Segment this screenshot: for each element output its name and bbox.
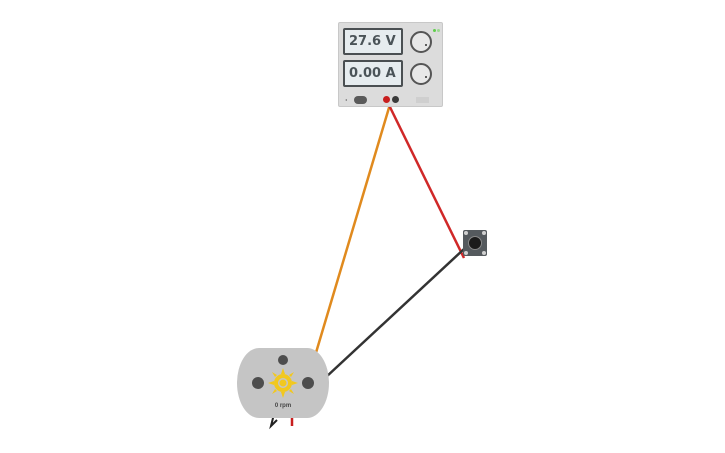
power-supply[interactable]: 27.6 V 0.00 A ◂ [338, 22, 443, 107]
button-corner [464, 231, 468, 235]
motor-lead-black[interactable] [269, 413, 278, 430]
motor-mount-hole [278, 355, 288, 365]
wire-black[interactable] [324, 248, 465, 379]
power-switch[interactable] [354, 96, 367, 104]
dc-motor[interactable]: 0 rpm [237, 348, 329, 418]
brand-plate [416, 97, 429, 103]
current-display: 0.00 A [343, 60, 403, 87]
button-corner [464, 251, 468, 255]
voltage-display: 27.6 V [343, 28, 403, 55]
motor-mount-hole [302, 377, 314, 389]
negative-terminal[interactable] [392, 96, 399, 103]
power-label-icon: ◂ [345, 97, 348, 102]
voltage-knob[interactable] [410, 31, 432, 53]
pushbutton[interactable] [463, 230, 487, 256]
wire-red[interactable] [385, 100, 466, 259]
sun-icon [268, 368, 298, 398]
current-knob[interactable] [410, 63, 432, 85]
cc-led [437, 29, 440, 32]
button-cap[interactable] [468, 236, 482, 250]
cv-led [433, 29, 436, 32]
wire-orange[interactable] [313, 100, 393, 357]
motor-speed-label: 0 rpm [274, 403, 292, 409]
motor-mount-hole [252, 377, 264, 389]
button-corner [482, 231, 486, 235]
positive-terminal[interactable] [383, 96, 390, 103]
button-corner [482, 251, 486, 255]
